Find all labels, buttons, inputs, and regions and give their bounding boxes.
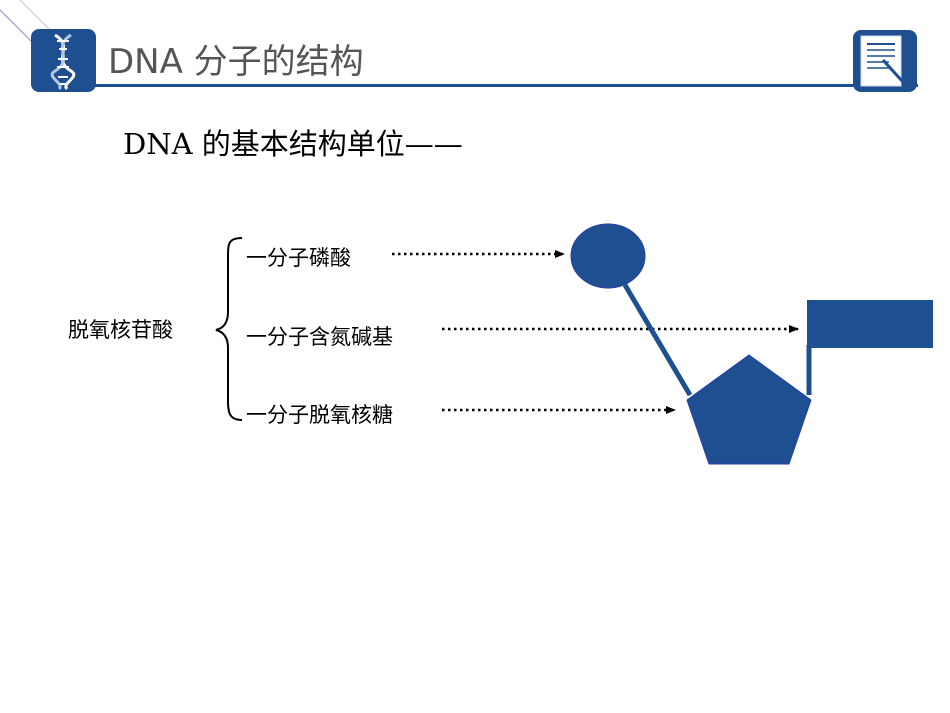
phosphate-label: 一分子磷酸 bbox=[246, 246, 351, 270]
header-divider bbox=[94, 84, 918, 87]
base-rectangle bbox=[807, 300, 933, 348]
base-label: 一分子含氮碱基 bbox=[246, 325, 393, 349]
phosphate-circle bbox=[570, 223, 646, 289]
grouping-brace bbox=[215, 237, 243, 421]
sugar-label: 一分子脱氧核糖 bbox=[246, 403, 393, 427]
document-pen-icon bbox=[853, 30, 917, 92]
page-title: DNA 分子的结构 bbox=[108, 42, 364, 82]
slide-subtitle: DNA 的基本结构单位—— bbox=[123, 127, 463, 161]
phosphate-sugar-bond bbox=[622, 283, 693, 397]
deoxyribose-pentagon bbox=[686, 354, 812, 465]
dna-helix-icon bbox=[31, 29, 96, 92]
nucleotide-label: 脱氧核苷酸 bbox=[68, 318, 173, 342]
